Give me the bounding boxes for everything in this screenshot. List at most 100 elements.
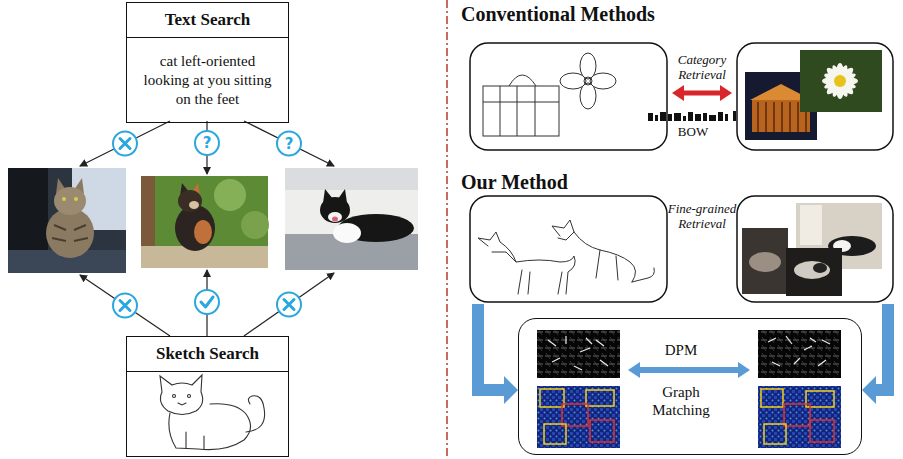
feature-label: BOW: [668, 124, 718, 139]
cross-icon: [113, 132, 137, 156]
box-heading: Text Search: [127, 3, 288, 38]
question-mark: ?: [197, 133, 217, 153]
cat-sketch: [246, 396, 265, 432]
bow-histogram: [725, 114, 728, 121]
cat-sketch: [188, 395, 191, 398]
cross-icon: [284, 300, 294, 310]
cat-photo: [285, 168, 418, 270]
edge-label: Fine-grained Retrieval: [664, 201, 740, 231]
dog-sketch: [478, 220, 654, 294]
flower-sketch: [560, 73, 586, 89]
dog-photo: [786, 248, 842, 296]
daisy-photo: [834, 75, 846, 87]
flow-arrow: [862, 304, 894, 404]
part-map: [761, 389, 783, 407]
bow-histogram: [655, 115, 658, 121]
query-box: Sketch Search: [126, 336, 289, 457]
cross-icon: [113, 132, 137, 156]
dpm-model: [537, 330, 620, 378]
dog-photo: [742, 203, 882, 296]
cross-icon: [113, 294, 137, 318]
retrieval-arrow: [672, 85, 732, 101]
question-icon: [277, 132, 301, 156]
check-icon: [195, 290, 219, 314]
part-map: [586, 390, 614, 406]
cat-photo: [8, 168, 126, 273]
result-arrow: [244, 273, 334, 336]
cat-photo: [8, 168, 126, 273]
cat-photo: [189, 201, 199, 209]
divider-line: [446, 0, 448, 459]
dog-sketch: [478, 232, 575, 294]
bow-histogram: [695, 114, 701, 121]
building-sketch: [483, 86, 559, 136]
part-map: [544, 424, 566, 444]
cat-photo: [54, 187, 86, 215]
dog-photo: [749, 252, 781, 272]
cat-photo: [141, 176, 269, 268]
cat-photo: [333, 223, 361, 243]
cat-photo: [194, 220, 212, 244]
building-sketch: [483, 75, 559, 136]
dpm-model: [758, 330, 841, 378]
part-map: [784, 404, 810, 426]
query-box: Text Searchcat left-oriented looking at …: [126, 2, 289, 123]
cat-photo: [175, 205, 215, 251]
matching-panel: DPM Graph Matching: [518, 318, 862, 455]
dpm-model: [537, 330, 841, 378]
box-body: [127, 372, 288, 456]
bow-histogram: [660, 112, 666, 121]
cross-icon: [120, 139, 130, 149]
bow-histogram: [648, 111, 736, 121]
result-arrow: [80, 275, 170, 336]
cat-photo: [320, 197, 350, 223]
bow-histogram: [688, 112, 693, 121]
dog-photo: [742, 228, 788, 294]
result-arrow: [80, 121, 170, 166]
check-icon: [195, 290, 219, 314]
cat-photo: [141, 246, 268, 268]
cat-sketch: [169, 404, 251, 450]
dog-photo: [794, 261, 830, 279]
bow-histogram: [674, 113, 681, 121]
cat-photo: [285, 168, 418, 270]
question-icon: [195, 131, 301, 156]
dpm-model: [548, 336, 608, 370]
cat-photo: [62, 197, 66, 201]
part-map: [758, 386, 841, 448]
daisy-photo: [800, 50, 882, 112]
cat-photo: [214, 179, 246, 211]
part-map: [590, 420, 614, 442]
edge-label: Category Retrieval: [664, 52, 740, 82]
bow-histogram: [733, 111, 736, 121]
cat-photo: [285, 168, 418, 190]
cat-photo: [141, 176, 268, 268]
cross-icon: [277, 293, 301, 317]
flower-sketch: [584, 77, 592, 85]
cat-sketch: [186, 432, 204, 449]
daisy-photo: [800, 50, 882, 112]
sketch-panel: [470, 196, 667, 302]
model-label: DPM: [631, 341, 731, 359]
matching-label: Graph Matching: [636, 383, 726, 419]
bow-histogram: [683, 116, 686, 121]
daisy-photo: [823, 71, 857, 92]
cat-photo: [332, 217, 338, 222]
section-heading: Conventional Methods: [461, 3, 655, 26]
building-sketch: [483, 86, 559, 136]
cat-sketch: [160, 375, 203, 415]
photo-panel: [737, 196, 893, 302]
bow-histogram: [668, 114, 672, 121]
section-heading: Our Method: [461, 171, 568, 194]
sketch-panel: [470, 43, 667, 150]
cat-photo: [178, 190, 202, 212]
result-arrow: [244, 121, 334, 166]
photo-panel: [737, 43, 893, 150]
cat-photo: [52, 225, 88, 241]
cat-photo: [46, 208, 94, 258]
dpm-model: [768, 336, 830, 366]
cat-photo: [241, 211, 269, 239]
cross-icon: [120, 301, 130, 311]
